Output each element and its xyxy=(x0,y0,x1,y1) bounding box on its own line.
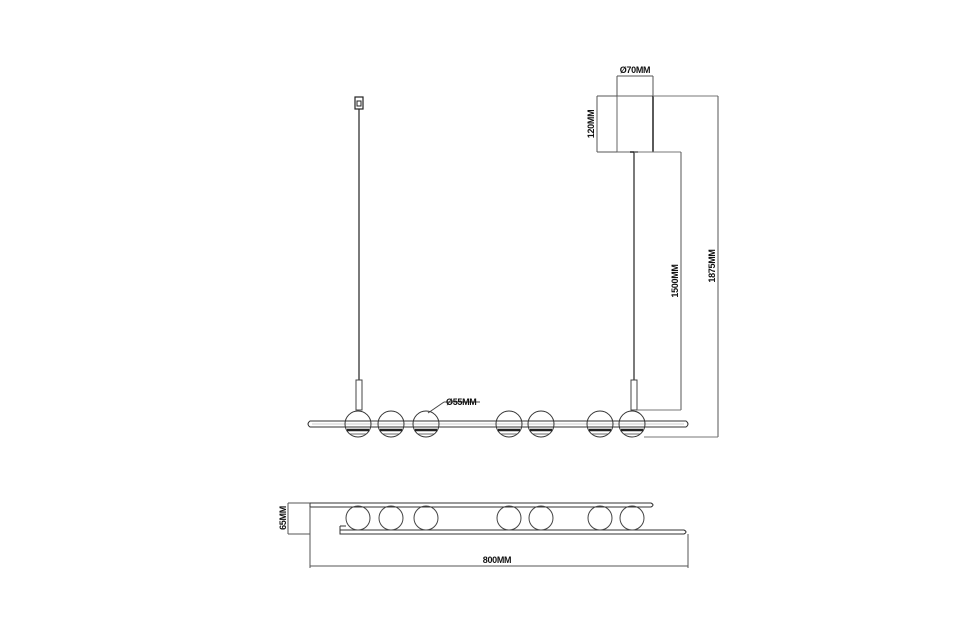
right-canopy xyxy=(616,95,654,411)
depth-label: 65MM xyxy=(278,506,288,530)
canopy-height-label: 120MM xyxy=(586,110,596,139)
globe xyxy=(618,410,646,438)
front-globes xyxy=(344,410,646,438)
globe xyxy=(586,410,614,438)
cable-length-label: 1500MM xyxy=(670,264,680,297)
overall-height-label: 1875MM xyxy=(707,249,717,282)
globe xyxy=(587,505,613,531)
globe xyxy=(619,505,645,531)
left-ceiling-hook xyxy=(354,96,364,411)
globe xyxy=(528,505,554,531)
globe xyxy=(413,505,439,531)
globe xyxy=(496,505,522,531)
globe xyxy=(412,410,440,438)
globe xyxy=(344,410,372,438)
globe-diameter-label: Ø55MM xyxy=(446,397,477,407)
globe xyxy=(377,410,405,438)
globe xyxy=(345,505,371,531)
globe xyxy=(495,410,523,438)
top-view-globes xyxy=(345,505,645,531)
globe xyxy=(527,410,555,438)
top-view-bars xyxy=(309,502,687,535)
globe xyxy=(378,505,404,531)
front-bar xyxy=(307,420,689,428)
canopy-diameter-label: Ø70MM xyxy=(620,65,651,75)
length-label: 800MM xyxy=(483,555,512,565)
